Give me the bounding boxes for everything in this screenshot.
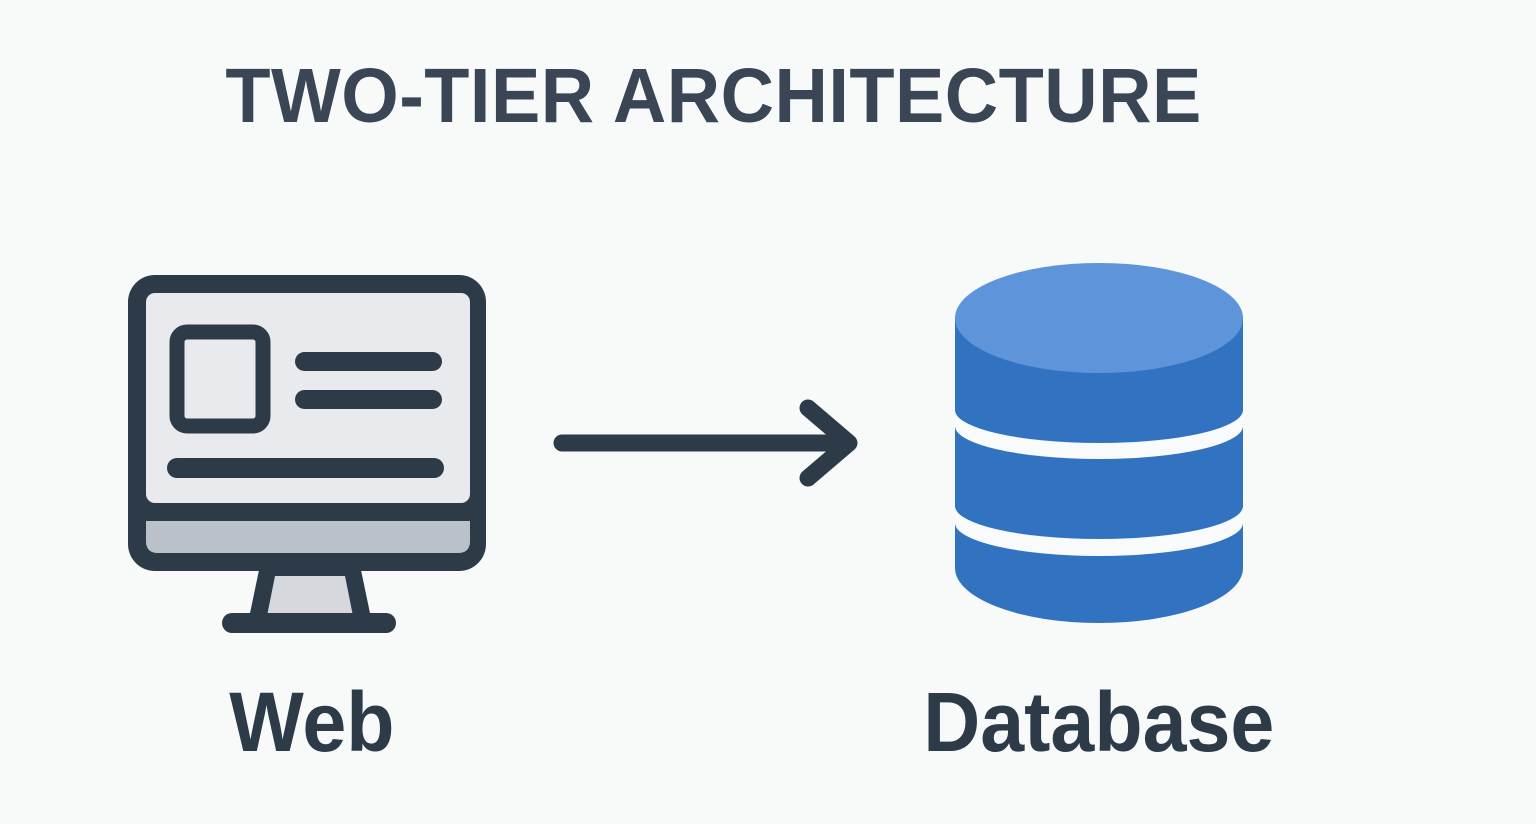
database-divider-2	[955, 506, 1243, 556]
database-icon	[955, 263, 1243, 623]
screen-text-line-2	[295, 390, 442, 409]
monitor-base	[222, 613, 396, 633]
diagram-title: TWO-TIER ARCHITECTURE	[205, 50, 1205, 142]
database-node-label-text: Database	[923, 675, 1275, 769]
screen-text-line-3	[167, 458, 444, 478]
monitor-stand-inner	[267, 576, 353, 616]
database-node-label: Database	[899, 672, 1299, 773]
monitor-icon	[128, 275, 486, 633]
screen-text-line-1	[295, 352, 442, 371]
connector-arrow-icon	[553, 399, 858, 487]
database-top-ellipse	[955, 263, 1243, 373]
diagram-title-text: TWO-TIER ARCHITECTURE	[225, 53, 1202, 139]
web-node-label-text: Web	[229, 675, 395, 769]
web-node-label: Web	[112, 672, 512, 773]
database-divider-1	[955, 410, 1243, 459]
screen-thumbnail-box	[169, 324, 271, 434]
monitor-bezel-strip	[146, 521, 470, 553]
arrow-head	[799, 399, 858, 487]
